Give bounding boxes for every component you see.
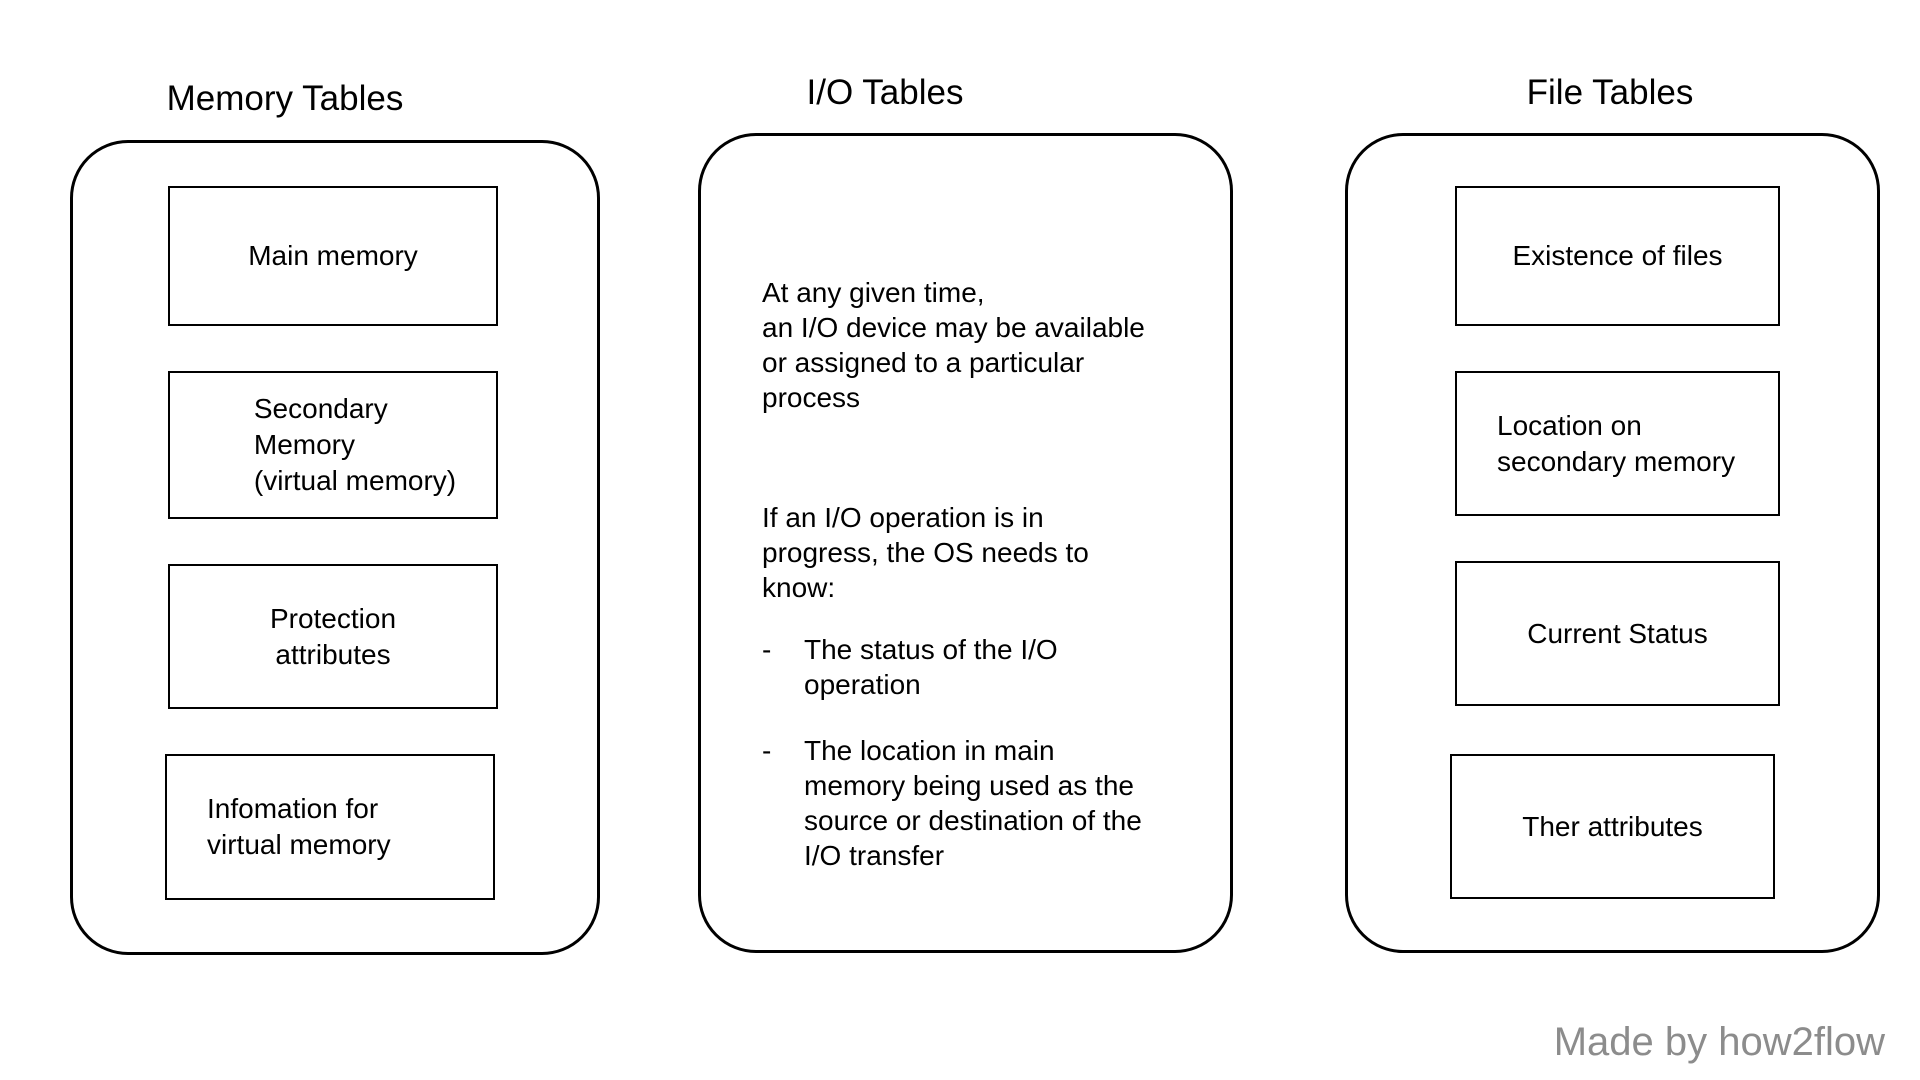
file-item-existence-of-files-label: Existence of files bbox=[1512, 240, 1723, 271]
io-bullet-status-marker: - bbox=[762, 634, 772, 665]
io-tables-container bbox=[698, 133, 1233, 953]
memory-item-main-memory[interactable]: Main memory bbox=[168, 186, 498, 326]
memory-item-protection-attributes-label: Protection attributes bbox=[269, 602, 397, 670]
file-item-existence-of-files[interactable]: Existence of files bbox=[1455, 186, 1780, 326]
file-item-other-attributes-label: Ther attributes bbox=[1522, 810, 1703, 842]
io-bullet-status-text: The status of the I/O operation bbox=[804, 634, 1058, 700]
memory-tables-title: Memory Tables bbox=[166, 79, 404, 118]
memory-item-virtual-memory-info[interactable]: Infomation for virtual memory bbox=[165, 754, 495, 900]
io-bullet-location: - The location in main memory being used… bbox=[762, 733, 1192, 873]
io-bullet-location-marker: - bbox=[762, 735, 772, 766]
file-tables-container bbox=[1345, 133, 1880, 953]
memory-item-secondary-memory-label: Secondary Memory (virtual memory) bbox=[253, 393, 457, 496]
memory-tables-container bbox=[70, 140, 600, 955]
io-paragraph-availability: At any given time, an I/O device may be … bbox=[762, 277, 1145, 413]
io-paragraph-operation-progress: If an I/O operation is in progress, the … bbox=[762, 502, 1089, 603]
file-item-current-status[interactable]: Current Status bbox=[1455, 561, 1780, 706]
watermark-credit: Made by how2flow bbox=[1553, 1020, 1885, 1064]
file-item-location-secondary-memory[interactable]: Location on secondary memory bbox=[1455, 371, 1780, 516]
file-tables-title: File Tables bbox=[1526, 73, 1694, 112]
memory-item-virtual-memory-info-label: Infomation for virtual memory bbox=[207, 793, 391, 860]
file-item-current-status-label: Current Status bbox=[1527, 617, 1708, 649]
memory-item-protection-attributes[interactable]: Protection attributes bbox=[168, 564, 498, 709]
io-tables-title: I/O Tables bbox=[806, 73, 964, 112]
file-item-other-attributes[interactable]: Ther attributes bbox=[1450, 754, 1775, 899]
file-item-location-secondary-memory-label: Location on secondary memory bbox=[1497, 409, 1736, 477]
io-bullet-status: - The status of the I/O operation bbox=[762, 632, 1182, 702]
memory-item-secondary-memory[interactable]: Secondary Memory (virtual memory) bbox=[168, 371, 498, 519]
memory-item-main-memory-label: Main memory bbox=[248, 240, 418, 271]
io-bullet-location-text: The location in main memory being used a… bbox=[804, 735, 1142, 871]
